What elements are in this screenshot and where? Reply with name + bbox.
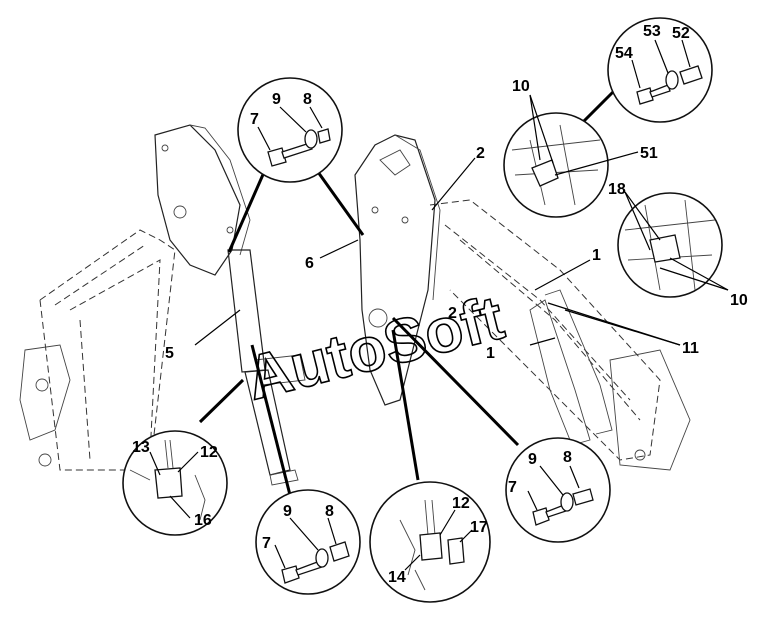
callout-bottom-bolt-9: 9 [283, 503, 292, 520]
callout-main-11: 11 [682, 340, 699, 357]
callout-hose-center-14: 14 [388, 569, 406, 586]
detail-circle-top-bolt [237, 77, 343, 183]
callout-top-bolt-8: 8 [303, 91, 312, 108]
center-mount-plate [354, 134, 441, 406]
callout-hose-center-12: 12 [452, 495, 470, 512]
callout-hose-center-17: 17 [470, 519, 488, 536]
left-mount-plate [154, 124, 251, 276]
callout-main-6: 6 [305, 255, 314, 272]
callout-main-51: 51 [640, 145, 658, 162]
callout-tr-bolt-52: 52 [672, 25, 690, 42]
callout-bottom-bolt-8: 8 [325, 503, 334, 520]
callout-tr-bolt-54: 54 [615, 45, 633, 62]
left-cylinder [227, 249, 306, 486]
detail-circle-bottom-bolt [255, 489, 361, 595]
right-boom [429, 199, 691, 471]
detail-circle-hose-center [369, 481, 491, 603]
callout-right-bolt-8: 8 [563, 449, 572, 466]
callout-main-2: 2 [476, 145, 485, 162]
callout-right-bolt-7: 7 [508, 479, 517, 496]
callout-main-2-lower: 2 [448, 305, 457, 322]
main-pointer-lines [194, 157, 681, 346]
callout-main-5: 5 [165, 345, 174, 362]
callout-top-bolt-7: 7 [250, 111, 259, 128]
callout-main-18: 18 [608, 181, 626, 198]
detail-circle-hose-left [122, 430, 228, 536]
detail-circle-right-bolt [505, 437, 611, 543]
detail-circle-top-right-bolt [607, 17, 713, 123]
callout-top-bolt-9: 9 [272, 91, 281, 108]
callout-hose-left-16: 16 [194, 512, 212, 529]
callout-hose-left-12: 12 [200, 444, 218, 461]
callout-right-bolt-9: 9 [528, 451, 537, 468]
callout-main-10-upper: 10 [512, 78, 530, 95]
callout-main-1-lower: 1 [486, 345, 495, 362]
callout-main-1: 1 [592, 247, 601, 264]
callout-tr-bolt-53: 53 [643, 23, 661, 40]
callout-main-10-lower: 10 [730, 292, 748, 309]
detail-circle-zoom-upper [503, 94, 639, 218]
callout-bottom-bolt-7: 7 [262, 535, 271, 552]
left-loader-arm [19, 229, 176, 471]
callout-hose-left-13: 13 [132, 439, 150, 456]
detail-circle-zoom-lower [617, 191, 729, 298]
callout-labels: 2 2 1 1 5 6 11 10 10 18 51 7 9 8 7 9 8 7… [132, 23, 748, 586]
